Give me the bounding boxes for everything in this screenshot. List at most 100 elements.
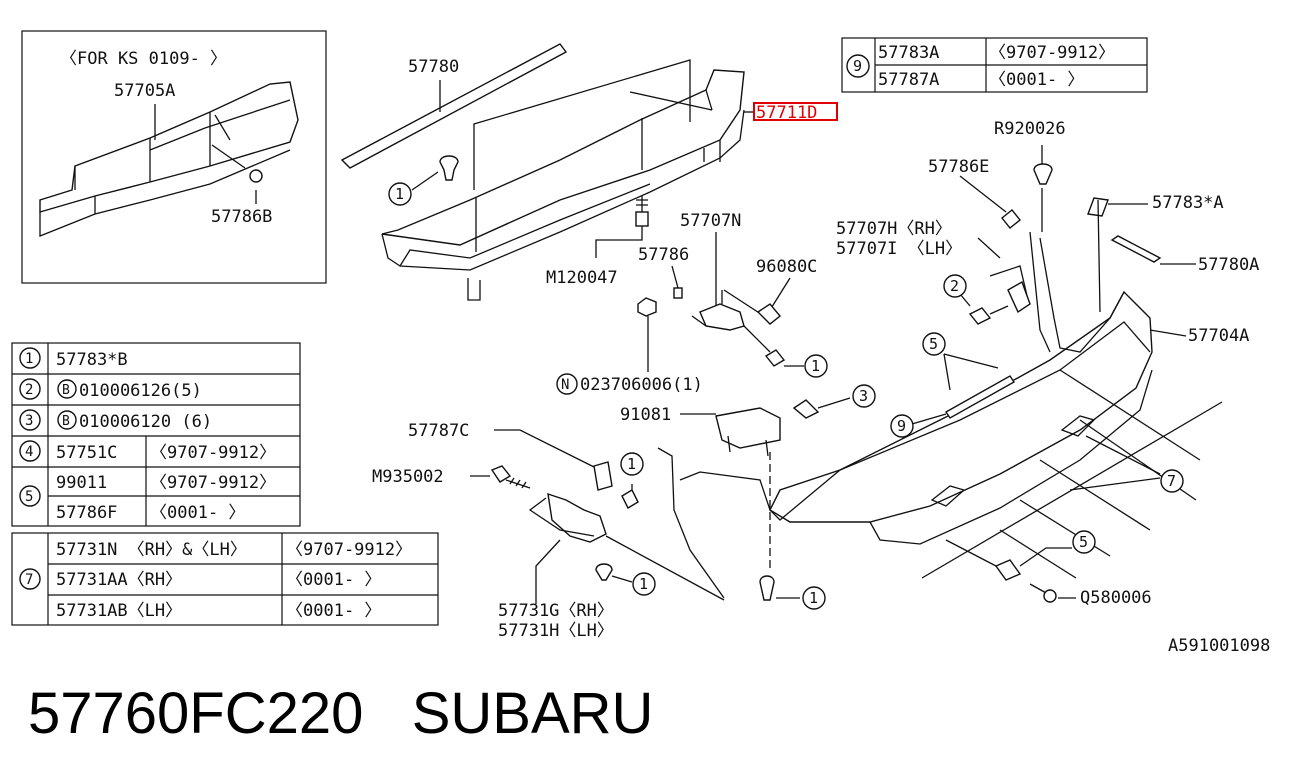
inset-note: 〈FOR KS 0109- 〉 bbox=[60, 49, 227, 69]
footer-part-number: 57760FC220 bbox=[28, 681, 364, 746]
table9-range-2: 〈0001- 〉 bbox=[989, 70, 1084, 90]
legend7-key: 7 bbox=[25, 572, 33, 588]
leader-57786E bbox=[959, 175, 1007, 213]
legend-part-4: 57751C bbox=[56, 443, 117, 463]
legend-part-5b: 57786F bbox=[56, 503, 117, 523]
callout-9-text: 9 bbox=[897, 417, 906, 435]
strip-57780A-drawing bbox=[1110, 235, 1162, 263]
footer-title: 57760FC220 SUBARU bbox=[28, 680, 653, 747]
clip-drawing bbox=[439, 155, 459, 181]
n-prefix: N bbox=[561, 377, 569, 393]
table9-range-1: 〈9707-9912〉 bbox=[989, 43, 1115, 63]
bumper-beam-drawing bbox=[340, 43, 745, 301]
leader-57787C bbox=[494, 429, 597, 469]
callout-2 bbox=[943, 274, 967, 298]
bumper-cover-drawing bbox=[769, 199, 1187, 545]
clip-R920026-drawing bbox=[1033, 163, 1053, 185]
callout-1a-text: 1 bbox=[395, 185, 404, 203]
leader-callout-5a bbox=[943, 353, 999, 391]
label-57780: 57780 bbox=[408, 57, 459, 77]
leader-callout-7 bbox=[1069, 435, 1161, 491]
label-M935002: M935002 bbox=[372, 467, 444, 487]
callout-1b-text: 1 bbox=[811, 357, 820, 375]
bracket-57731G-drawing bbox=[528, 492, 607, 543]
legend7-range-1: 〈9707-9912〉 bbox=[286, 540, 412, 560]
strip-9-drawing bbox=[944, 375, 1016, 419]
label-96080C: 96080C bbox=[756, 257, 817, 277]
bumper-lower-edge bbox=[657, 447, 725, 599]
leader-callout-1e bbox=[611, 575, 633, 583]
legend7-range-3: 〈0001- 〉 bbox=[286, 601, 381, 621]
lamp-91081-drawing bbox=[715, 407, 781, 449]
legend-key-4: 4 bbox=[25, 444, 33, 460]
leader-M120047 bbox=[595, 226, 643, 258]
bolt-3-drawing bbox=[792, 399, 820, 419]
legend7-part-2: 57731AA〈RH〉 bbox=[56, 570, 182, 590]
legend-text-1: 57783*B bbox=[56, 350, 128, 370]
callout-3-text: 3 bbox=[859, 387, 868, 405]
callout-5b bbox=[1072, 530, 1096, 554]
label-57786: 57786 bbox=[638, 245, 689, 265]
leader-callout-3 bbox=[817, 397, 851, 409]
leader-96080C bbox=[769, 277, 791, 311]
leader-57707H bbox=[977, 237, 1001, 259]
legend7-part-1: 57731N 〈RH〉&〈LH〉 bbox=[56, 540, 247, 560]
clip-5b-drawing bbox=[994, 559, 1022, 581]
legend-key-2: 2 bbox=[25, 382, 33, 398]
callout-3 bbox=[852, 384, 876, 408]
inset-part-label: 57705A bbox=[114, 81, 175, 101]
part-57787C-drawing bbox=[593, 461, 613, 491]
callout-1d-text: 1 bbox=[627, 455, 636, 473]
legend-key-5: 5 bbox=[25, 489, 33, 505]
leader-callout-2 bbox=[959, 293, 971, 307]
label-Q580006: Q580006 bbox=[1080, 588, 1152, 608]
absorber-drawing bbox=[39, 81, 299, 237]
inset-panel: 〈FOR KS 0109- 〉 57705A 57786B bbox=[21, 30, 327, 284]
label-57787C: 57787C bbox=[408, 421, 469, 441]
legend-key-1: 1 bbox=[25, 351, 33, 367]
callout-circles: 1 2 5 1 3 9 1 7 5 1 1 bbox=[388, 182, 1184, 610]
bolt-M935002-drawing bbox=[490, 465, 531, 489]
clip-96080C-drawing bbox=[756, 303, 781, 325]
label-57780A: 57780A bbox=[1198, 255, 1259, 275]
label-M120047: M120047 bbox=[546, 268, 618, 288]
legend-range-5a: 〈9707-9912〉 bbox=[150, 473, 276, 493]
leader-callout-9 bbox=[911, 413, 947, 425]
callout-1c-text: 1 bbox=[809, 589, 818, 607]
legend7-range-2: 〈0001- 〉 bbox=[286, 570, 381, 590]
legend-range-5b: 〈0001- 〉 bbox=[150, 503, 245, 523]
leader-57786 bbox=[671, 265, 679, 289]
label-57786E: 57786E bbox=[928, 157, 989, 177]
n-prefix-circle bbox=[556, 373, 578, 395]
callout-1a bbox=[388, 182, 412, 206]
bracket-57707H-lines bbox=[989, 265, 1029, 301]
callout-1d bbox=[620, 452, 644, 476]
table9-key: 9 bbox=[853, 57, 862, 75]
legend-part-5a: 99011 bbox=[56, 473, 107, 493]
drawing-code: A591001098 bbox=[1168, 636, 1271, 656]
inset-leader-b bbox=[211, 144, 257, 204]
legend-text-2: 010006126(5) bbox=[79, 381, 202, 401]
label-57704A: 57704A bbox=[1188, 326, 1249, 346]
legend-key-3: 3 bbox=[25, 413, 33, 429]
callout-5a-text: 5 bbox=[929, 335, 938, 353]
callout-1b bbox=[804, 354, 828, 378]
legend-table: 1 57783*B 2 B 010006126(5) 3 B 010006120… bbox=[11, 342, 301, 527]
label-57711D: 57711D bbox=[756, 103, 817, 123]
clip-1-drawing bbox=[764, 349, 786, 367]
callout-5b-text: 5 bbox=[1079, 533, 1088, 551]
bolt-drawing bbox=[635, 196, 649, 227]
clip-1e-drawing bbox=[595, 563, 613, 581]
legend7-part-3: 57731AB〈LH〉 bbox=[56, 601, 182, 621]
bolt-2-drawing bbox=[968, 307, 992, 325]
bracket-57707H-drawing bbox=[1007, 280, 1031, 314]
callout-1e-text: 1 bbox=[639, 575, 648, 593]
table9-part-2: 57787A bbox=[878, 70, 939, 90]
leader-57731G bbox=[535, 539, 561, 604]
highlighted-part-57711D[interactable]: 57711D bbox=[744, 102, 838, 123]
bumper-lower-face bbox=[679, 469, 841, 521]
callout-7 bbox=[1160, 469, 1184, 493]
leader-callout-1a bbox=[411, 171, 439, 191]
leader-callout-5b bbox=[1019, 547, 1072, 567]
